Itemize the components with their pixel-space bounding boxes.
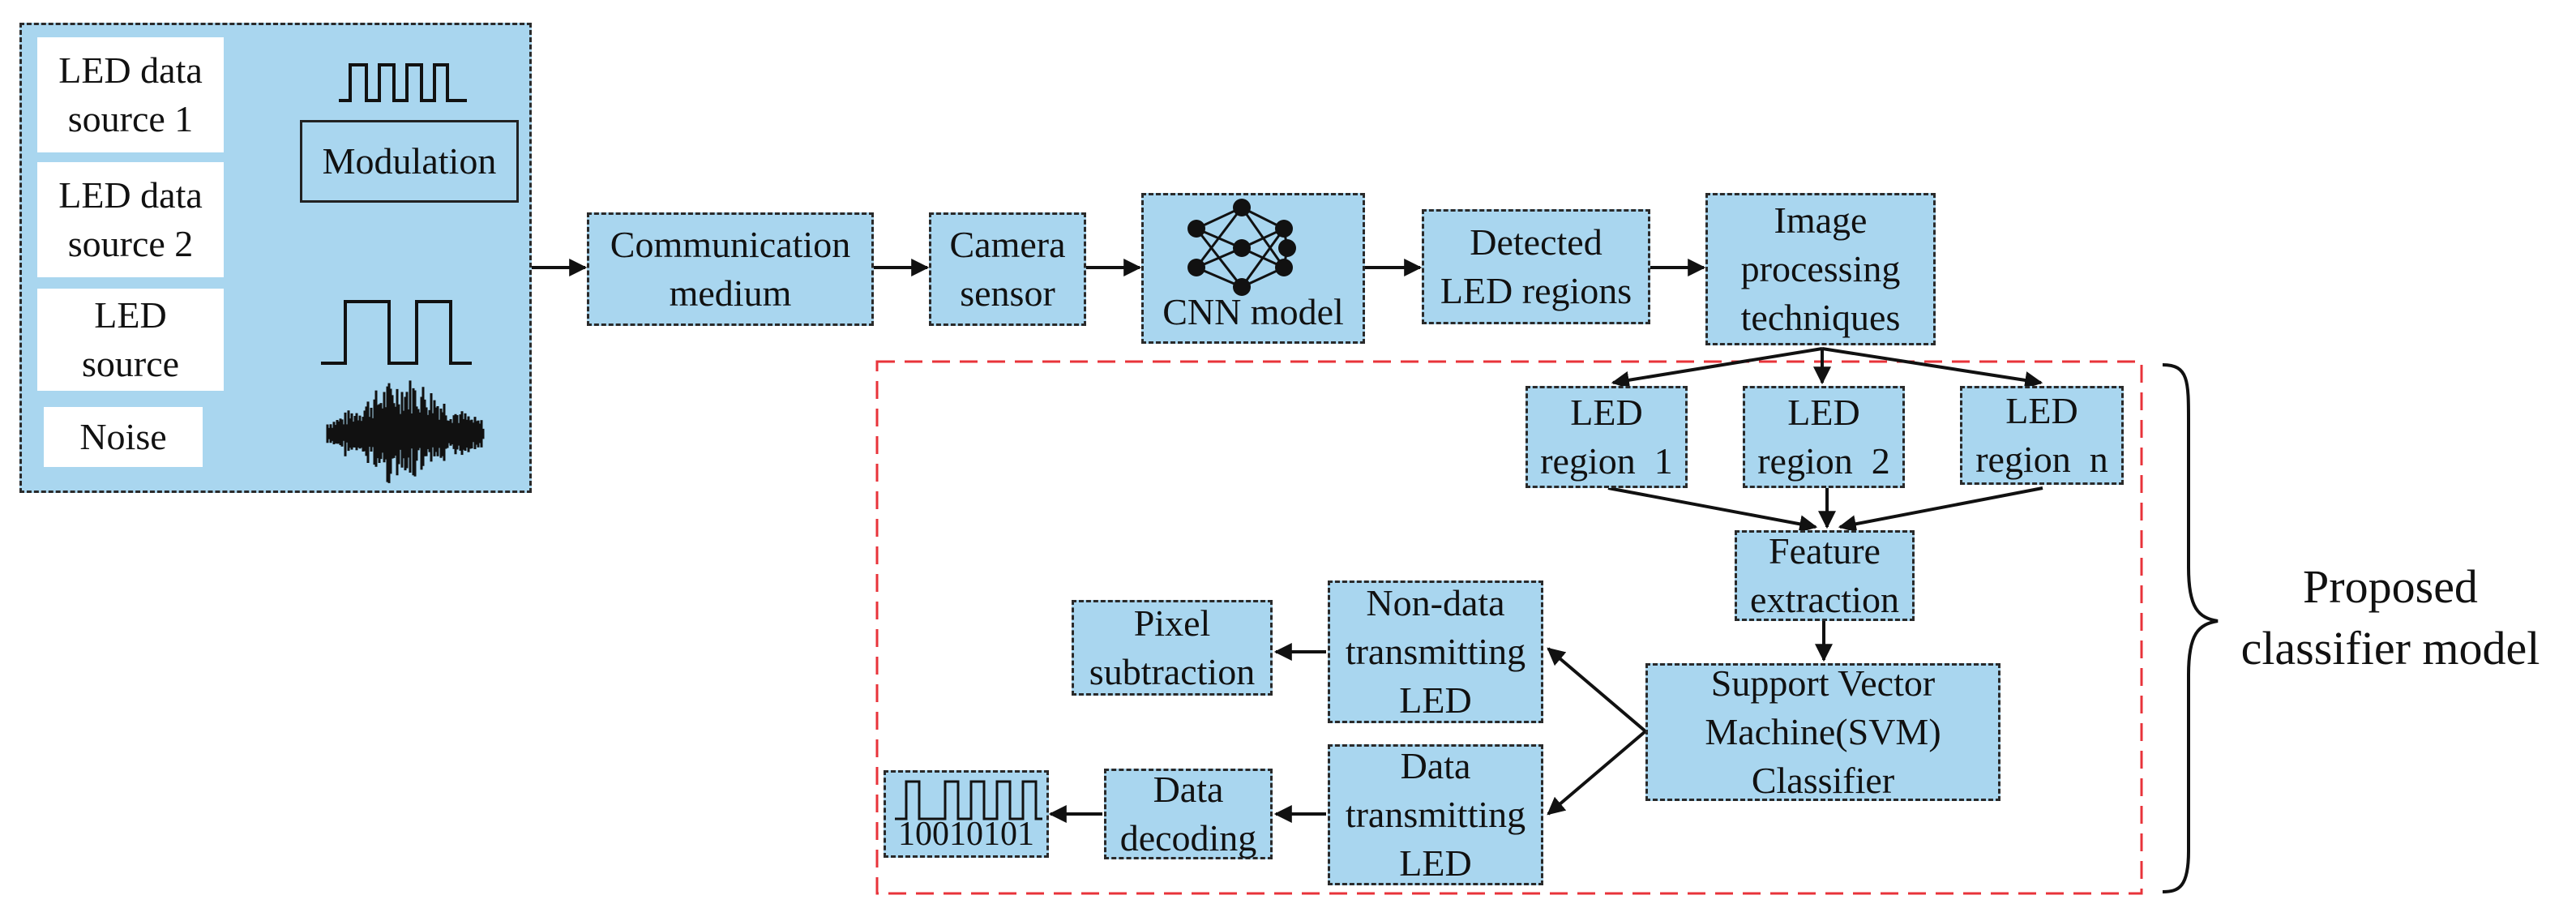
modulation-box: Modulation [300, 120, 519, 203]
svm-line1: Support Vector [1710, 662, 1936, 704]
led-region-2-line2: region 2 [1757, 440, 1890, 482]
led-region-1-line2: region 1 [1540, 440, 1673, 482]
camera-sensor-box: Camera sensor [929, 212, 1086, 326]
svm-classifier-box: Support Vector Machine(SVM) Classifier [1645, 662, 2000, 801]
classifier-frame [875, 360, 2143, 895]
image-processing-box: Image processing techniques [1705, 193, 1936, 345]
arrow-region1-feature [1607, 486, 1818, 533]
arrow-regionn-feature [1838, 486, 2043, 533]
detected-led-regions-box: Detected LED regions [1422, 209, 1650, 324]
image-processing-line1: Image [1774, 199, 1868, 241]
feature-extraction-line2: extraction [1750, 579, 1899, 620]
non-data-led-line1: Non-data [1366, 582, 1505, 623]
pixel-subtraction-box: Pixel subtraction [1072, 600, 1273, 696]
curly-brace-icon [2162, 363, 2219, 893]
led-data-source-2: LED data source 2 [37, 162, 224, 277]
pulse-train-icon [339, 63, 467, 102]
led-data-source-2-line1: LED data [58, 174, 203, 216]
image-processing-line2: processing [1740, 248, 1901, 289]
noise-source: Noise [44, 407, 203, 467]
camera-sensor-line2: sensor [960, 272, 1055, 314]
led-source: LED source [37, 289, 224, 391]
feature-extraction-box: Feature extraction [1735, 530, 1915, 621]
communication-medium-line2: medium [669, 272, 792, 314]
proposed-label-line1: Proposed [2303, 560, 2478, 613]
square-wave-icon [321, 300, 472, 365]
data-led-line3: LED [1399, 842, 1472, 884]
decoded-pulse-train-icon [895, 780, 1042, 820]
data-led-box: Data transmitting LED [1328, 744, 1543, 885]
led-region-2-line1: LED [1787, 392, 1860, 433]
data-decoding-line1: Data [1153, 769, 1224, 810]
data-led-line2: transmitting [1345, 794, 1526, 835]
led-source-line1: LED [94, 294, 167, 336]
cnn-model-box: CNN model [1141, 193, 1365, 344]
non-data-led-box: Non-data transmitting LED [1328, 580, 1543, 723]
communication-medium-line1: Communication [610, 224, 851, 265]
modulation-label: Modulation [322, 140, 497, 182]
image-processing-line3: techniques [1740, 297, 1901, 338]
arrow-svm-nondata [1547, 647, 1647, 733]
led-region-1-box: LED region 1 [1525, 386, 1688, 488]
decoded-bits-label: 10010101 [898, 816, 1034, 853]
arrow-image-regionn [1821, 347, 2043, 389]
arrow-svm-data [1547, 730, 1647, 816]
cnn-model-label: CNN model [1162, 291, 1344, 332]
led-data-source-1: LED data source 1 [37, 37, 224, 152]
proposed-classifier-label: Proposed classifier model [2205, 556, 2576, 679]
noise-waveform-icon [326, 380, 485, 483]
svm-line2: Machine(SVM) [1705, 711, 1941, 752]
non-data-led-line3: LED [1399, 679, 1472, 721]
feature-extraction-line1: Feature [1769, 530, 1881, 572]
led-data-source-2-line2: source 2 [67, 223, 194, 264]
led-data-source-1-line1: LED data [58, 49, 203, 91]
non-data-led-line2: transmitting [1345, 631, 1526, 672]
arrow-image-region1 [1611, 347, 1823, 389]
led-region-n-line1: LED [2005, 390, 2078, 431]
led-region-1-line1: LED [1570, 392, 1643, 433]
decoded-bits-box: 10010101 [884, 770, 1049, 858]
detected-led-regions-line1: Detected [1470, 221, 1603, 263]
led-region-n-box: LED region n [1960, 386, 2124, 485]
data-decoding-box: Data decoding [1104, 769, 1273, 859]
camera-sensor-line1: Camera [949, 224, 1066, 265]
svm-line3: Classifier [1751, 760, 1895, 801]
led-source-line2: source [81, 343, 180, 384]
pixel-subtraction-line2: subtraction [1089, 651, 1256, 692]
data-decoding-line2: decoding [1119, 817, 1257, 859]
led-region-n-line2: region n [1975, 439, 2108, 480]
led-region-2-box: LED region 2 [1743, 386, 1905, 488]
pixel-subtraction-line1: Pixel [1133, 602, 1211, 644]
detected-led-regions-line2: LED regions [1440, 270, 1632, 311]
led-data-source-1-line2: source 1 [67, 98, 194, 139]
proposed-label-line2: classifier model [2240, 622, 2540, 675]
noise-label: Noise [79, 416, 167, 457]
data-led-line1: Data [1400, 745, 1471, 786]
communication-medium-box: Communication medium [587, 212, 874, 326]
